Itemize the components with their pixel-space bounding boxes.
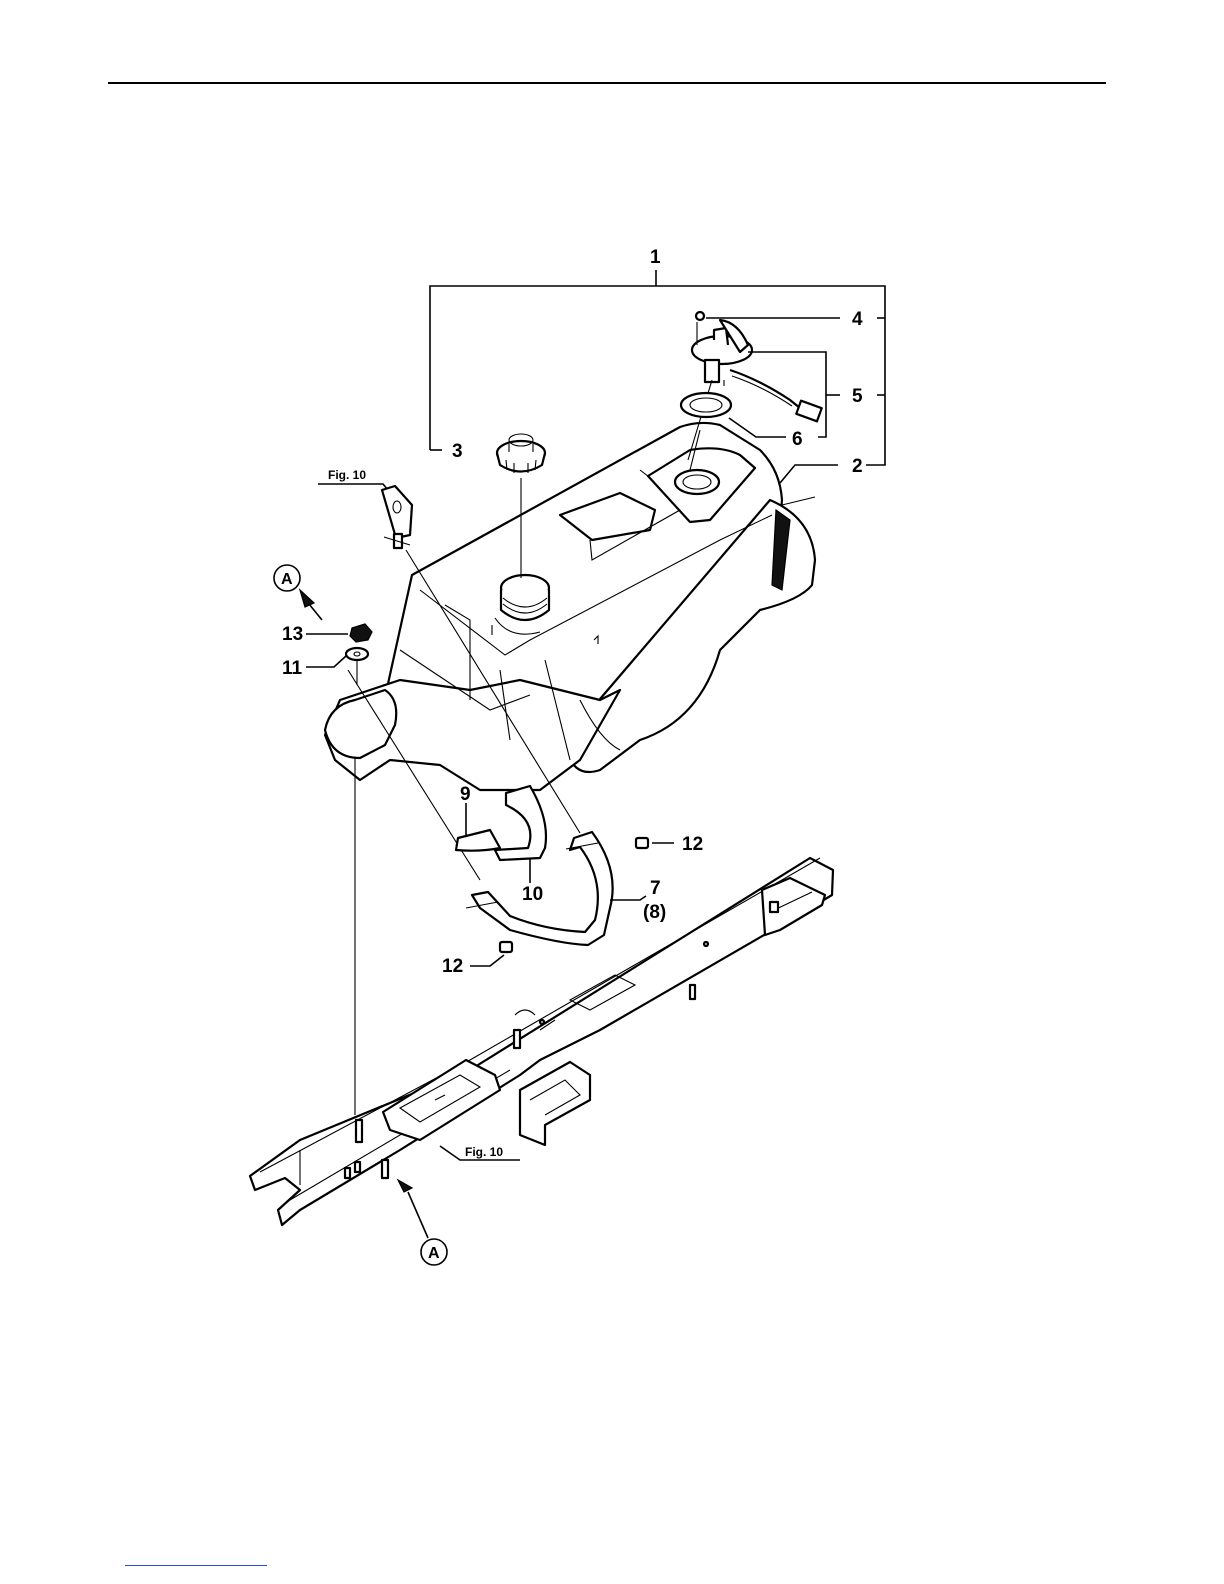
leader-part-7 [610, 896, 646, 900]
label-part-1: 1 [650, 247, 661, 268]
label-part-12-lower: 12 [442, 956, 463, 977]
view-marker-a-lower [398, 1180, 447, 1265]
label-part-2: 2 [852, 456, 863, 477]
fig-ref-upper: Fig. 10 [328, 468, 366, 482]
label-part-11: 11 [282, 658, 303, 679]
label-part-10: 10 [522, 884, 543, 905]
nut-part-12-upper [636, 838, 674, 848]
label-part-5: 5 [852, 386, 863, 407]
label-part-12-upper: 12 [682, 834, 703, 855]
nut-part-13 [306, 624, 372, 642]
fig-ref-lower: Fig. 10 [465, 1145, 503, 1159]
nut-part-12-lower [470, 942, 512, 966]
label-part-6: 6 [792, 429, 803, 450]
washer-part-11 [306, 648, 368, 685]
label-part-4: 4 [852, 309, 863, 330]
footer-link-underline [125, 1565, 267, 1566]
label-part-8: (8) [643, 902, 666, 923]
upper-mount-bracket [318, 484, 412, 548]
main-frame [250, 858, 833, 1225]
label-part-9: 9 [460, 784, 471, 805]
fuel-tank [325, 423, 815, 790]
label-part-13: 13 [282, 624, 303, 645]
pad-part-9 [456, 803, 500, 851]
marker-letter-lower: A [428, 1245, 440, 1262]
screw-part-4 [696, 312, 704, 320]
gasket-part-6 [681, 393, 731, 417]
label-part-3: 3 [452, 441, 463, 462]
label-part-7: 7 [650, 878, 661, 899]
pad-part-10 [495, 786, 546, 883]
assembly-bracket-1 [430, 270, 885, 465]
marker-letter-upper: A [281, 571, 293, 588]
